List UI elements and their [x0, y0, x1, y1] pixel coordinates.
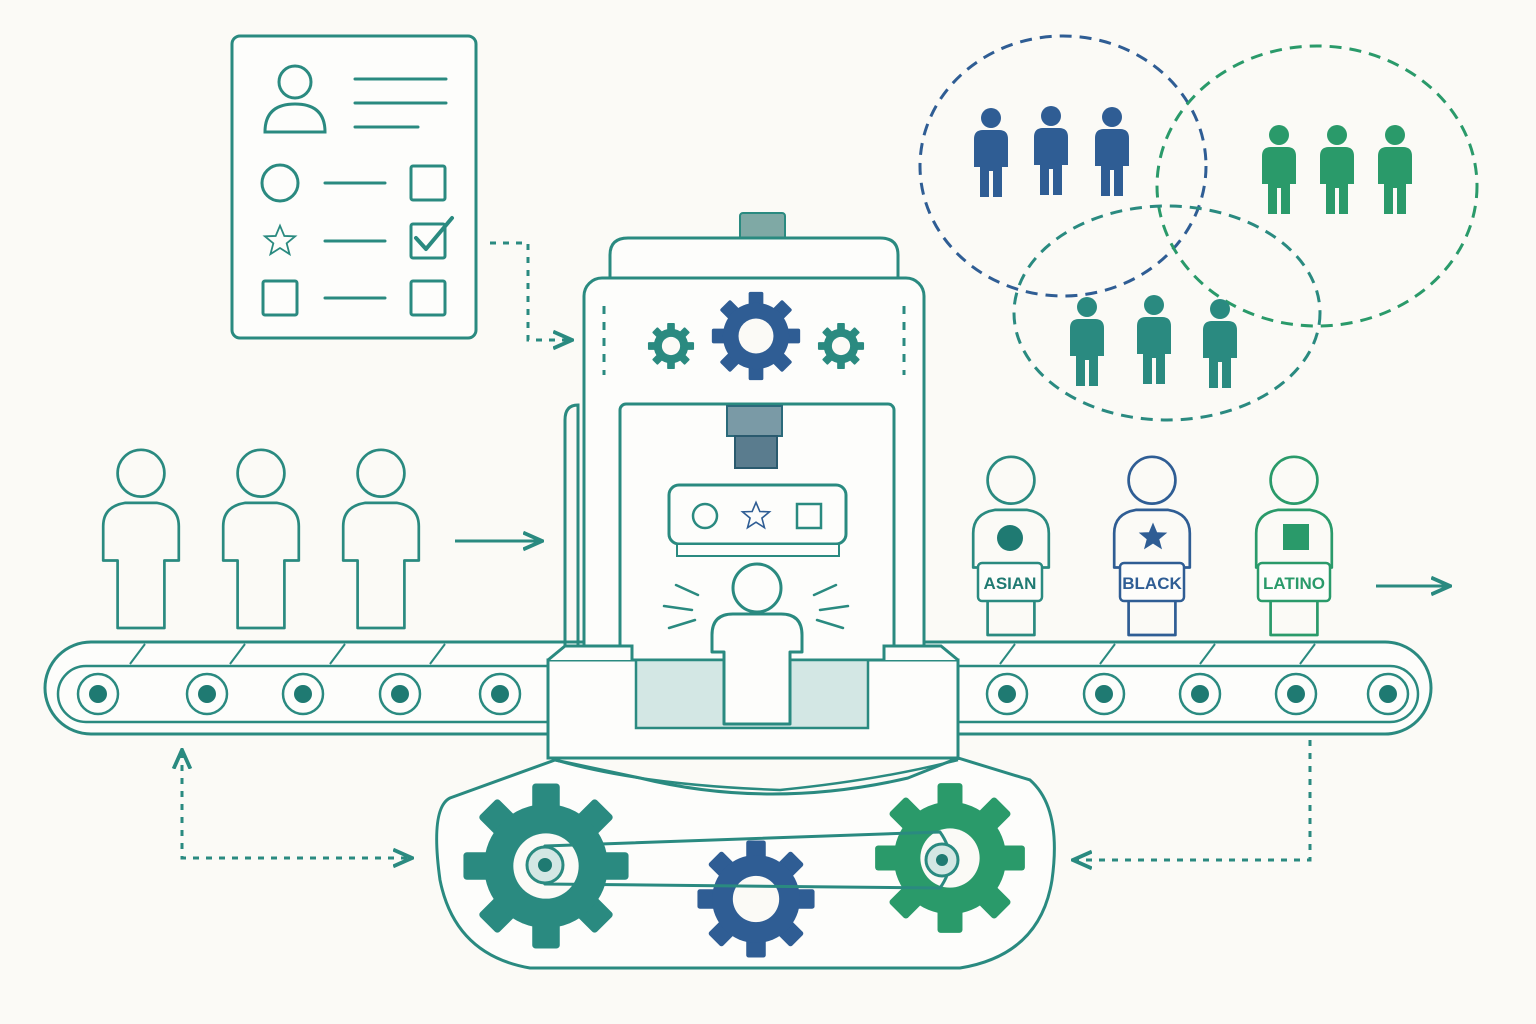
label-asian: ASIAN — [984, 574, 1037, 593]
press-piston — [726, 405, 783, 469]
checkmark-icon — [414, 216, 454, 251]
teal-group-people — [1070, 295, 1237, 388]
form-row-circle — [260, 163, 447, 203]
group-circle-blue — [918, 34, 1208, 298]
sorting-machine — [546, 212, 960, 760]
circle-icon — [997, 525, 1023, 551]
group-circles — [918, 34, 1479, 422]
labeled-person-asian: ASIAN — [971, 455, 1051, 637]
label-black: BLACK — [1122, 574, 1182, 593]
person-icon — [1262, 125, 1296, 214]
square-icon — [1283, 524, 1309, 550]
person-icon — [1378, 125, 1412, 214]
scan-rays — [662, 583, 850, 630]
label-tag — [1256, 561, 1332, 603]
person-outline-icon — [1112, 455, 1192, 637]
input-people — [101, 448, 421, 630]
square-icon — [795, 502, 823, 530]
labeled-person-latino: LATINO — [1254, 455, 1334, 637]
group-circle-green — [1155, 44, 1479, 328]
label-tag — [1118, 561, 1186, 603]
star-icon — [1138, 522, 1168, 550]
circle-icon — [691, 502, 719, 530]
person-icon — [1137, 295, 1171, 384]
left-feedback-arrow — [182, 752, 410, 858]
person-icon — [1070, 297, 1104, 386]
form-to-machine-arrow — [490, 241, 570, 340]
form-row-square — [261, 279, 447, 317]
conveyor-belt — [43, 640, 1433, 736]
labeled-person-black: BLACK — [1112, 455, 1192, 637]
profile-avatar-icon — [263, 64, 327, 134]
person-icon — [1095, 107, 1129, 196]
person-being-scanned — [710, 562, 804, 726]
scanner-head — [667, 483, 848, 557]
green-group-people — [1262, 125, 1412, 214]
blue-group-people — [974, 106, 1129, 197]
person-outline-icon — [101, 448, 181, 630]
form-row-star — [263, 216, 454, 260]
person-icon — [974, 108, 1008, 197]
form-text-lines — [353, 77, 448, 129]
right-feedback-arrow — [1075, 740, 1312, 860]
person-outline-icon — [341, 448, 421, 630]
person-icon — [1203, 299, 1237, 388]
label-tag — [976, 561, 1044, 603]
gear-icon — [711, 291, 801, 381]
gear-icon — [817, 322, 865, 370]
person-icon — [1034, 106, 1068, 195]
gear-icon — [647, 322, 695, 370]
group-circle-teal — [1012, 204, 1322, 422]
profile-form — [230, 34, 478, 340]
checked-box-icon — [409, 222, 447, 260]
conveyor-rollers — [76, 672, 1410, 716]
person-outline-icon — [221, 448, 301, 630]
gear-icon — [697, 840, 815, 958]
label-latino: LATINO — [1263, 574, 1325, 593]
person-icon — [1320, 125, 1354, 214]
gear-drive — [435, 756, 1056, 970]
